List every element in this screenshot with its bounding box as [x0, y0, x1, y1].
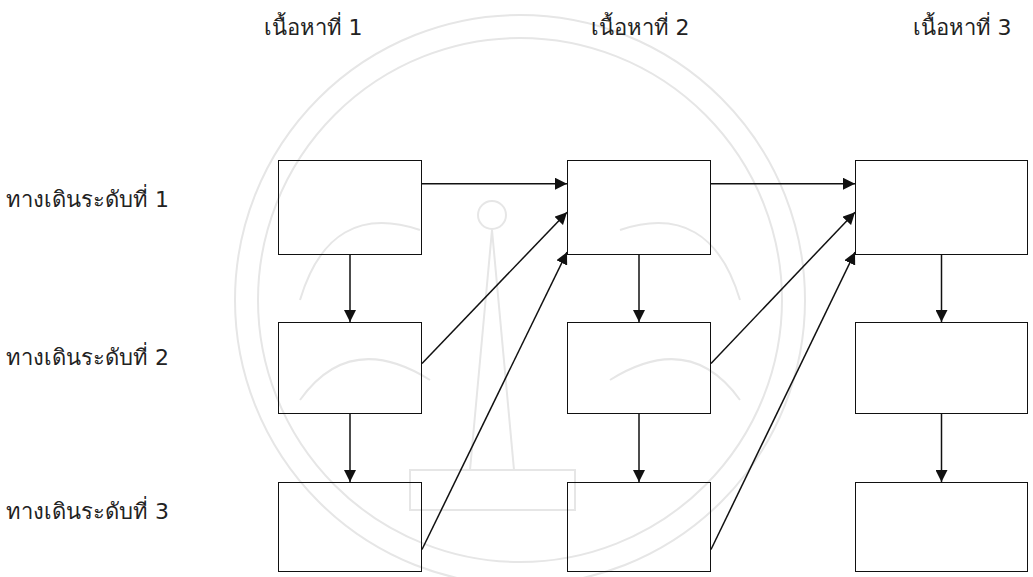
row-heading: ทางเดินระดับที่ 1: [6, 187, 169, 213]
column-heading: เนื้อหาที่ 2: [591, 15, 690, 41]
flow-arrow: [638, 414, 640, 482]
flow-arrow: [941, 414, 943, 482]
process-box: [278, 160, 422, 255]
row-heading: ทางเดินระดับที่ 2: [6, 345, 169, 371]
row-heading: ทางเดินระดับที่ 3: [6, 499, 169, 525]
flow-arrow: [422, 252, 567, 549]
flow-arrow: [349, 255, 351, 322]
flow-arrow: [349, 414, 351, 482]
flow-arrow: [422, 183, 567, 185]
flow-arrow: [422, 212, 567, 363]
flow-arrow: [711, 252, 855, 549]
process-box: [278, 322, 422, 414]
column-heading: เนื้อหาที่ 1: [264, 15, 363, 41]
process-box: [567, 322, 711, 414]
flow-arrow: [941, 255, 943, 322]
process-box: [567, 160, 711, 255]
process-box: [278, 482, 422, 572]
column-heading: เนื้อหาที่ 3: [913, 15, 1012, 41]
process-box: [855, 482, 1028, 572]
process-box: [567, 482, 711, 572]
process-box: [855, 160, 1028, 255]
process-box: [855, 322, 1028, 414]
watermark-seal: [235, 15, 805, 577]
flow-arrow: [638, 255, 640, 322]
flow-arrow: [711, 183, 855, 185]
flow-arrow: [711, 212, 855, 363]
